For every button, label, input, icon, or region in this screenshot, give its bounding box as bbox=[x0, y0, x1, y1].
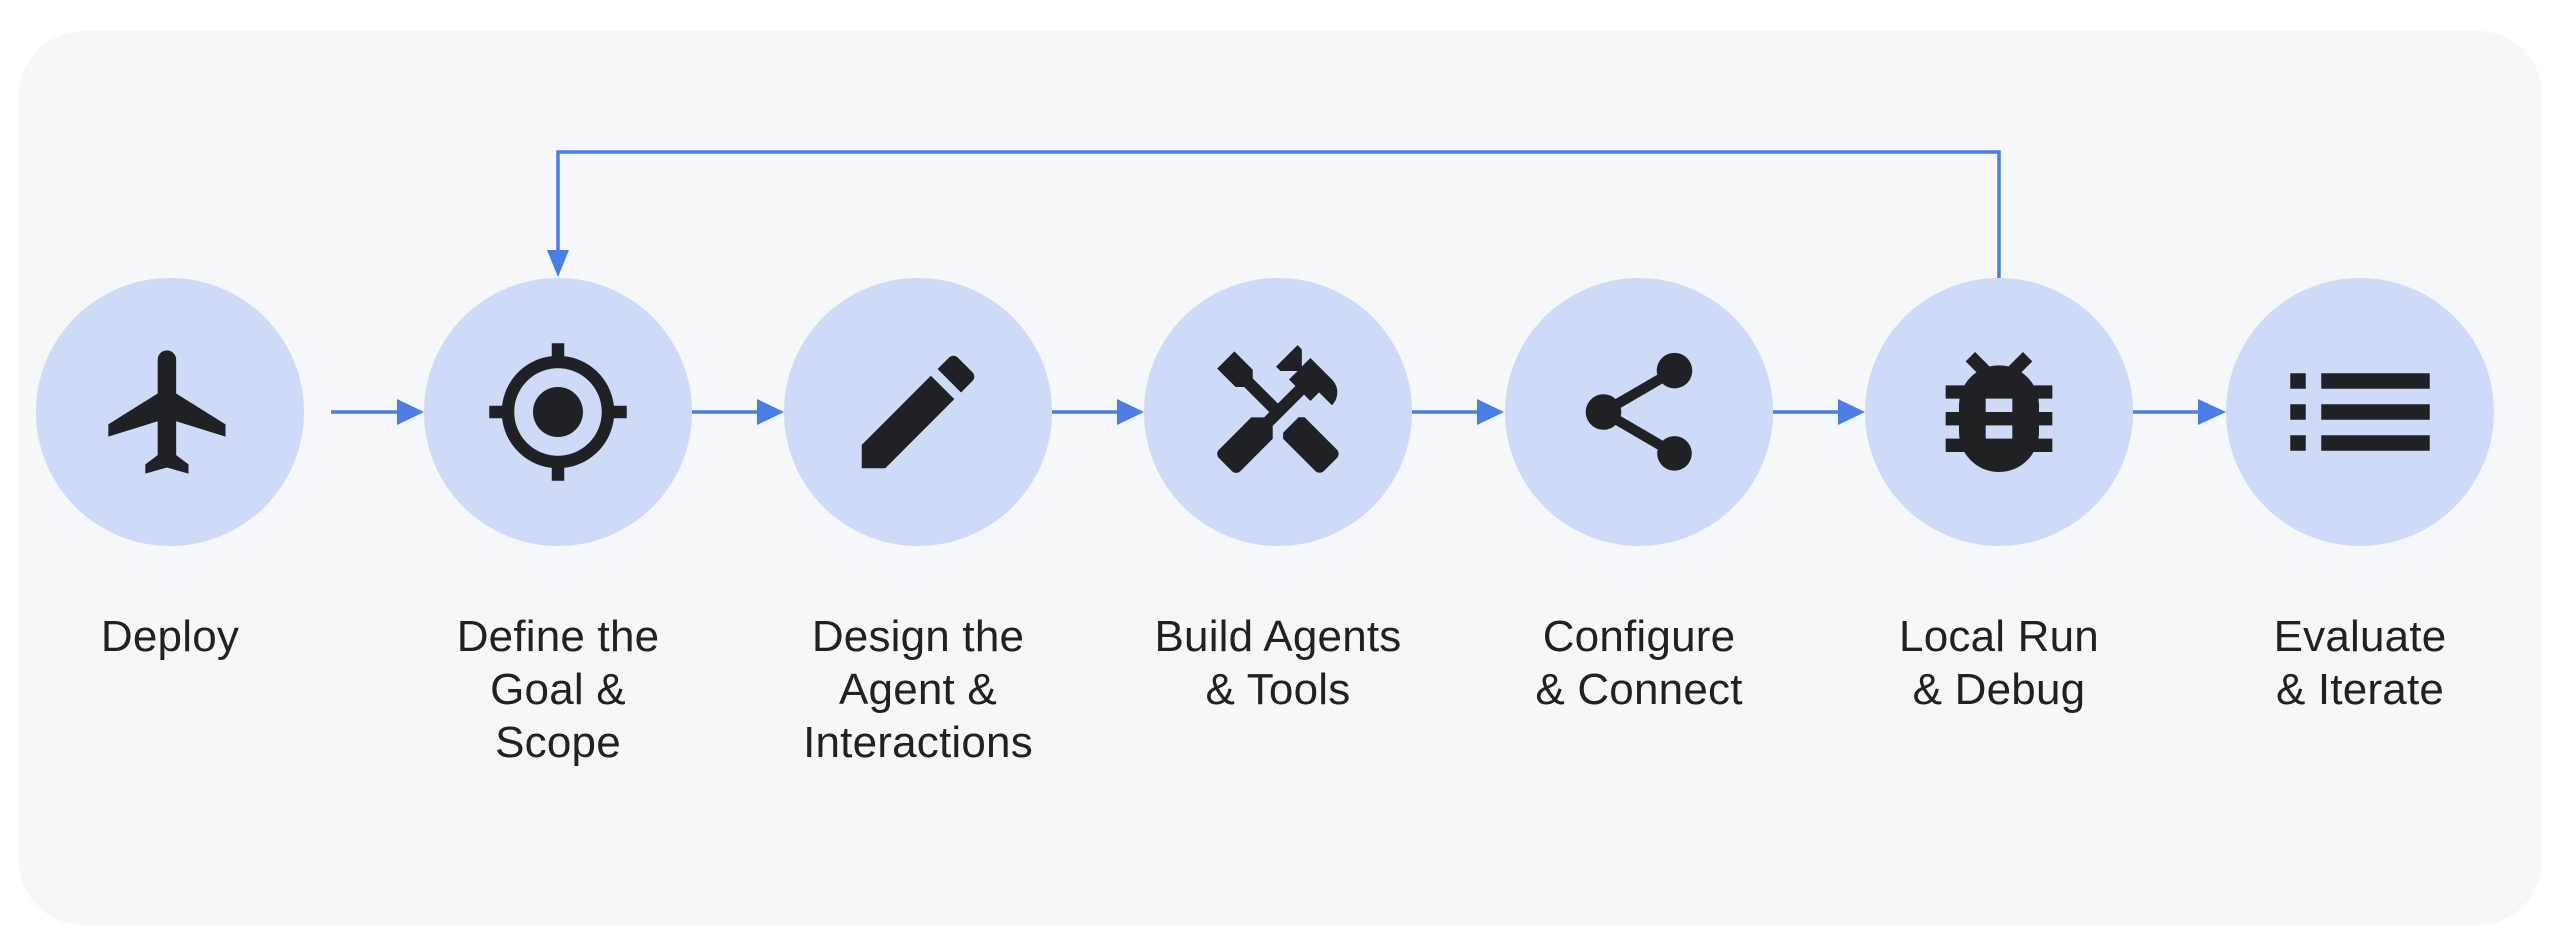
step-local-run-debug: Local Run & Debug bbox=[1829, 278, 2169, 716]
step-label: Define the Goal & Scope bbox=[456, 612, 660, 767]
step-label: Configure & Connect bbox=[1535, 612, 1743, 714]
step-evaluate-iterate: Evaluate & Iterate bbox=[2190, 278, 2530, 716]
pencil-icon bbox=[843, 337, 993, 487]
step-circle bbox=[1144, 278, 1412, 546]
step-label: Build Agents & Tools bbox=[1154, 612, 1402, 714]
step-circle bbox=[36, 278, 304, 546]
step-circle bbox=[1865, 278, 2133, 546]
step-label: Deploy bbox=[100, 612, 240, 661]
step-label: Local Run & Debug bbox=[1899, 612, 2099, 714]
step-define-goal-scope: Define the Goal & Scope bbox=[388, 278, 728, 769]
step-circle bbox=[1505, 278, 1773, 546]
step-label: Design the Agent & Interactions bbox=[803, 612, 1033, 767]
step-circle bbox=[784, 278, 1052, 546]
step-circle bbox=[2226, 278, 2494, 546]
target-icon bbox=[483, 337, 633, 487]
step-deploy: Deploy bbox=[0, 278, 340, 663]
bug-icon bbox=[1919, 332, 2079, 492]
step-label: Evaluate & Iterate bbox=[2273, 612, 2447, 714]
share-icon bbox=[1568, 341, 1710, 483]
step-design-agent-interactions: Design the Agent & Interactions bbox=[748, 278, 1088, 769]
hammer-wrench-icon bbox=[1205, 339, 1351, 485]
step-build-agents-tools: Build Agents & Tools bbox=[1108, 278, 1448, 716]
list-icon bbox=[2267, 319, 2453, 505]
airplane-icon bbox=[96, 338, 244, 486]
step-circle bbox=[424, 278, 692, 546]
step-configure-connect: Configure & Connect bbox=[1469, 278, 1809, 716]
